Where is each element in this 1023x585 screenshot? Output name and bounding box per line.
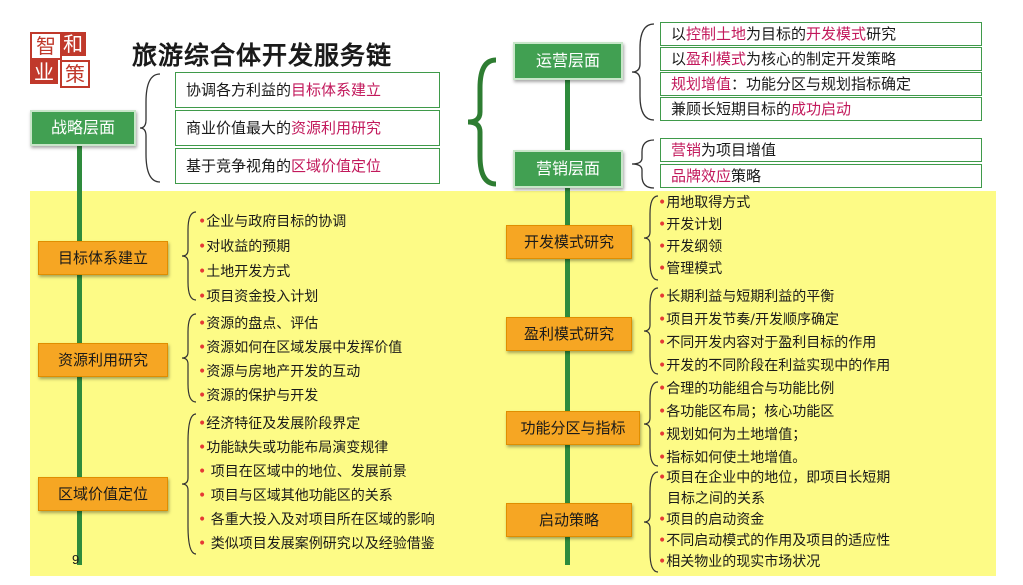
zoning-brace-icon	[643, 381, 659, 467]
list-item: •用地取得方式	[658, 195, 751, 211]
marketing-item-1: 营销为项目增值	[660, 138, 982, 162]
list-item: •规划如何为土地增值；	[658, 427, 807, 443]
list-item: •相关物业的现实市场状况	[658, 554, 821, 570]
list-item: •资源与房地产开发的互动	[198, 364, 361, 380]
list-item: •各功能区布局；核心功能区	[658, 404, 835, 420]
strategy-brace-icon	[139, 73, 161, 183]
operation-item-3: 规划增值：功能分区与规划指标确定	[660, 72, 982, 96]
strategy-item-1: 协调各方利益的目标体系建立	[175, 72, 440, 108]
regional-bullet-list: •经济特征及发展阶段界定 •功能缺失或功能布局演变规律 • 项目在区域中的地位、…	[198, 412, 435, 556]
list-item: •功能缺失或功能布局演变规律	[198, 440, 389, 456]
devmode-brace-icon	[643, 195, 659, 281]
strategy-item-2: 商业价值最大的资源利用研究	[175, 110, 440, 146]
section-regional-value: 区域价值定位	[38, 477, 168, 511]
section-development-mode: 开发模式研究	[506, 225, 632, 259]
list-item: •土地开发方式	[198, 264, 291, 280]
section-profit-model: 盈利模式研究	[506, 317, 632, 351]
list-item: •开发纲领	[658, 239, 723, 255]
target-bullet-list: •企业与政府目标的协调 •对收益的预期 •土地开发方式 •项目资金投入计划	[198, 210, 346, 310]
list-item: • 项目与区域其他功能区的关系	[198, 488, 393, 504]
strategy-level-box: 战略层面	[30, 110, 136, 146]
operation-item-4: 兼顾长短期目标的成功启动	[660, 97, 982, 121]
logo-char-4: 策	[60, 60, 90, 88]
list-item: •项目开发节奏/开发顺序确定	[658, 312, 839, 328]
list-item: •企业与政府目标的协调	[198, 214, 347, 230]
section-target-system: 目标体系建立	[38, 241, 168, 275]
resource-bullet-list: •资源的盘点、评估 •资源如何在区域发展中发挥价值 •资源与房地产开发的互动 •…	[198, 312, 402, 408]
strategy-item-3: 基于竞争视角的区域价值定位	[175, 148, 440, 184]
regional-brace-icon	[181, 413, 197, 555]
list-item: •资源如何在区域发展中发挥价值	[198, 340, 403, 356]
list-item: •指标如何使土地增值。	[658, 450, 807, 466]
page-title: 旅游综合体开发服务链	[132, 41, 393, 70]
resource-brace-icon	[181, 313, 197, 403]
devmode-bullet-list: •用地取得方式 •开发计划 •开发纲领 •管理模式	[658, 192, 750, 280]
page-number: 9	[72, 552, 80, 567]
marketing-item-2: 品牌效应策略	[660, 164, 982, 188]
marketing-brace-icon	[631, 139, 655, 189]
logo-char-3: 业	[30, 60, 58, 84]
list-item: • 项目在区域中的地位、发展前景	[198, 464, 407, 480]
list-item: •开发计划	[658, 217, 723, 233]
list-item: •资源的保护与开发	[198, 388, 319, 404]
logo-char-1: 智	[30, 32, 62, 60]
list-item: •项目的启动资金	[658, 512, 765, 528]
company-logo: 智 和 业 策	[30, 32, 90, 88]
list-item: •长期利益与短期利益的平衡	[658, 289, 835, 305]
operation-item-1: 以控制土地为目标的开发模式研究	[660, 22, 982, 46]
list-item: •项目资金投入计划	[198, 289, 319, 305]
main-brace-icon	[467, 57, 497, 187]
section-launch-strategy: 启动策略	[506, 503, 632, 537]
list-item: • 各重大投入及对项目所在区域的影响	[198, 512, 435, 528]
list-item: •合理的功能组合与功能比例	[658, 381, 835, 397]
launch-brace-icon	[643, 471, 659, 573]
operation-level-box: 运营层面	[513, 42, 623, 80]
profit-bullet-list: •长期利益与短期利益的平衡 •项目开发节奏/开发顺序确定 •不同开发内容对于盈利…	[658, 286, 890, 378]
list-item: •项目在企业中的地位，即项目长短期	[658, 470, 891, 486]
list-item: •管理模式	[658, 261, 723, 277]
list-item: 目标之间的关系	[667, 491, 765, 507]
launch-bullet-list: •项目在企业中的地位，即项目长短期 目标之间的关系 •项目的启动资金 •不同启动…	[658, 468, 890, 573]
section-resource-use: 资源利用研究	[38, 343, 168, 377]
list-item: •资源的盘点、评估	[198, 316, 319, 332]
list-item: •经济特征及发展阶段界定	[198, 416, 361, 432]
operation-item-2: 以盈利模式为核心的制定开发策略	[660, 47, 982, 71]
target-brace-icon	[181, 211, 197, 301]
logo-char-2: 和	[60, 32, 86, 56]
marketing-level-box: 营销层面	[513, 150, 623, 188]
list-item: •不同开发内容对于盈利目标的作用	[658, 335, 877, 351]
list-item: •开发的不同阶段在利益实现中的作用	[658, 358, 891, 374]
section-function-zoning: 功能分区与指标	[506, 411, 640, 445]
list-item: • 类似项目发展案例研究以及经验借鉴	[198, 536, 435, 552]
list-item: •不同启动模式的作用及项目的适应性	[658, 533, 891, 549]
profit-brace-icon	[643, 287, 659, 375]
zoning-bullet-list: •合理的功能组合与功能比例 •各功能区布局；核心功能区 •规划如何为土地增值； …	[658, 378, 834, 470]
operation-brace-icon	[631, 23, 655, 121]
list-item: •对收益的预期	[198, 239, 291, 255]
